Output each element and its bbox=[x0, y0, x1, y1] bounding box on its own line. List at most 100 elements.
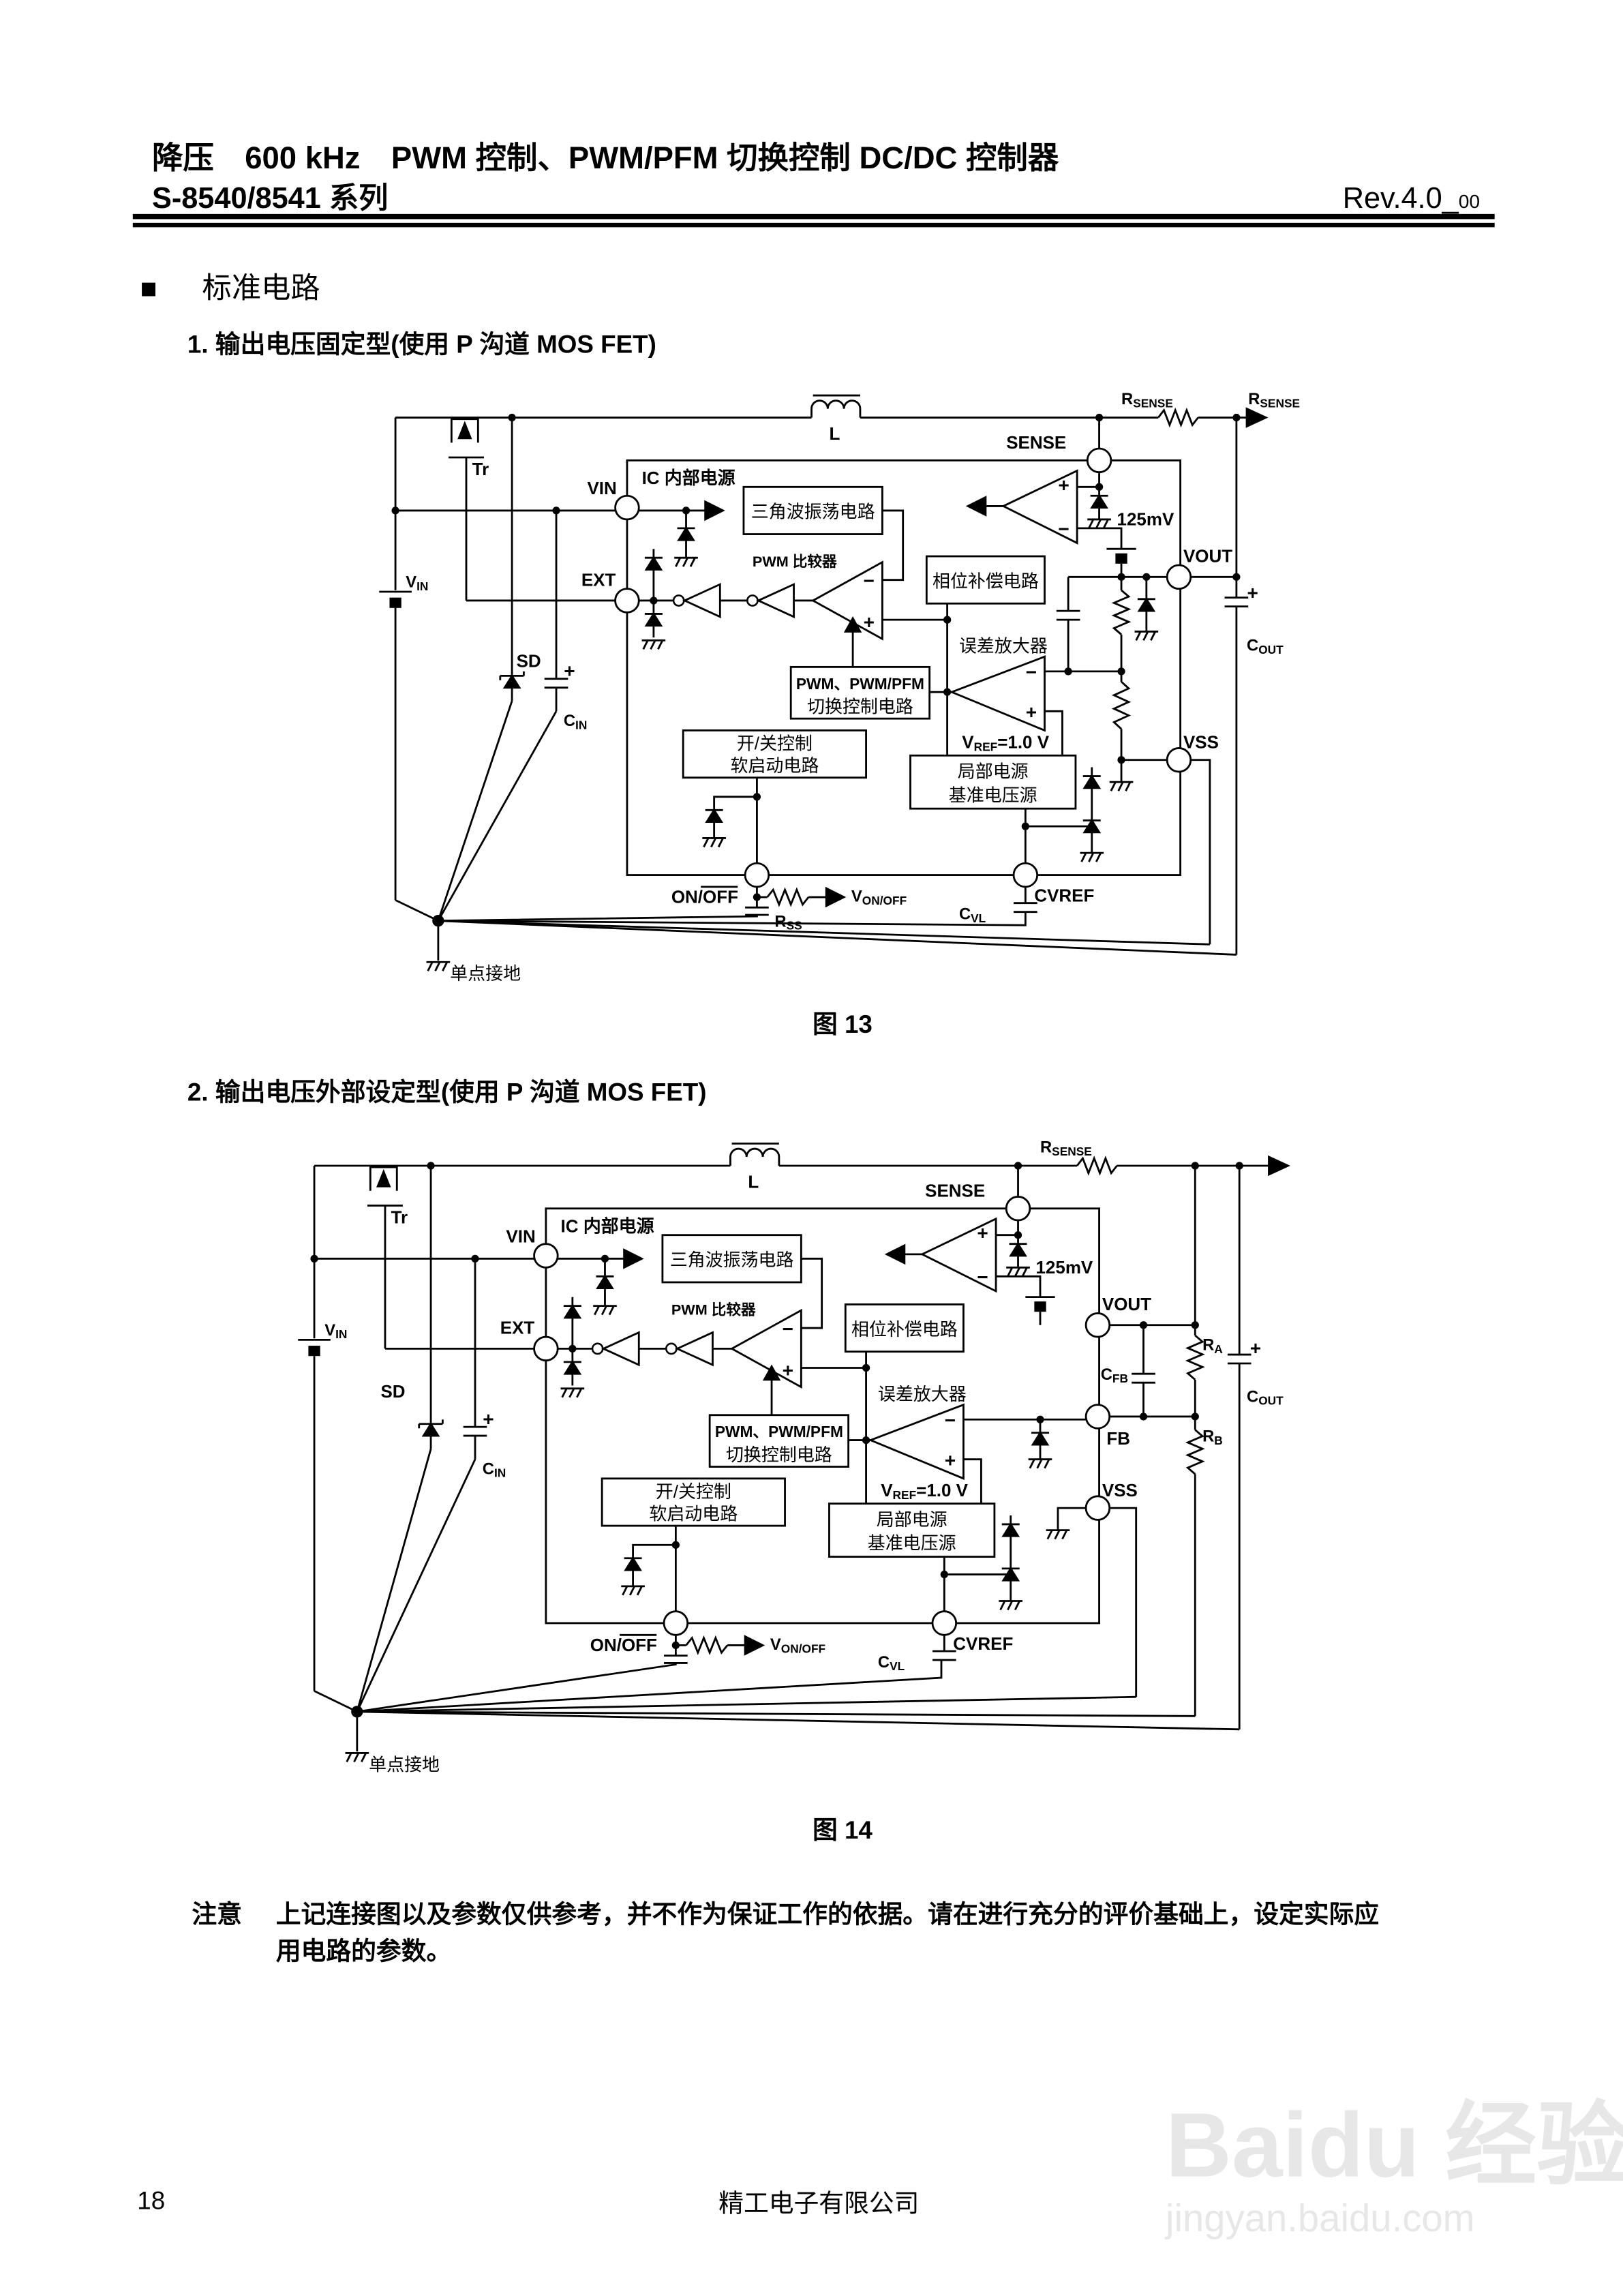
label-ground: 单点接地 bbox=[369, 1754, 440, 1774]
section-marker: ■ bbox=[140, 273, 157, 304]
arrow-icon bbox=[825, 886, 847, 908]
plus-sign: + bbox=[783, 1360, 793, 1381]
arrow-icon bbox=[744, 1635, 765, 1656]
label-mv: 125mV bbox=[1036, 1257, 1093, 1278]
ground-stroke bbox=[442, 961, 449, 971]
label-main: C bbox=[878, 1653, 890, 1672]
diode-icon bbox=[1001, 1522, 1020, 1537]
label-main: C bbox=[1101, 1365, 1112, 1384]
ground-stroke bbox=[594, 1305, 601, 1316]
pin-ext bbox=[614, 588, 640, 614]
ground-icon bbox=[593, 1305, 617, 1316]
label-ic-power: IC 内部电源 bbox=[561, 1215, 654, 1236]
ground-icon bbox=[1046, 1529, 1070, 1540]
plus-sign: + bbox=[977, 1222, 988, 1243]
plus-sign: + bbox=[1026, 701, 1037, 723]
ground-stroke bbox=[1080, 852, 1087, 862]
ground-stroke bbox=[1014, 1267, 1020, 1277]
resistor-icon bbox=[766, 887, 810, 907]
label-main: C bbox=[483, 1460, 494, 1478]
minus-sign: − bbox=[783, 1318, 793, 1340]
label-cout: COUT bbox=[1247, 637, 1284, 656]
ground-stroke bbox=[1036, 1459, 1043, 1469]
ground-stroke bbox=[657, 639, 664, 650]
wire bbox=[963, 1458, 982, 1504]
pin-sense bbox=[1086, 447, 1112, 474]
ground-stroke bbox=[1110, 781, 1117, 791]
pin-cvref bbox=[931, 1610, 958, 1636]
fig1-caption: 图 13 bbox=[813, 1010, 873, 1038]
plus-sign: + bbox=[1058, 474, 1069, 496]
arrow-icon bbox=[704, 500, 725, 522]
fig2-caption: 图 14 bbox=[813, 1816, 873, 1844]
ground-stroke bbox=[1150, 631, 1157, 641]
label-subscript: REF bbox=[893, 1488, 917, 1502]
watermark-brand: Baidu 经验 bbox=[1166, 2095, 1623, 2196]
label-pin-cvref: CVREF bbox=[953, 1633, 1013, 1654]
diode-icon bbox=[1082, 774, 1102, 789]
diode-icon bbox=[1137, 597, 1156, 612]
diode-icon bbox=[1082, 818, 1102, 834]
pin-ext bbox=[533, 1335, 559, 1362]
label-pin-ext: EXT bbox=[500, 1318, 535, 1338]
plus-sign: + bbox=[1250, 1338, 1261, 1359]
sense-comparator-icon bbox=[920, 1217, 997, 1293]
label-main: C bbox=[1247, 1387, 1258, 1406]
label-pin-vout: VOUT bbox=[1183, 546, 1232, 567]
plus-sign: + bbox=[864, 611, 875, 633]
label-subscript: IN bbox=[335, 1327, 347, 1341]
ground-icon bbox=[621, 1585, 645, 1596]
plus-sign: + bbox=[945, 1450, 956, 1471]
resistor-icon bbox=[1157, 407, 1199, 428]
label-main: V bbox=[851, 888, 862, 906]
wire bbox=[314, 1690, 358, 1713]
label-phase: 相位补偿电路 bbox=[851, 1319, 958, 1340]
header-rule-bottom bbox=[132, 222, 1495, 228]
pin-vout bbox=[1166, 564, 1192, 590]
note-line-1: 上记连接图以及参数仅供参考，并不作为保证工作的依据。请在进行充分的评价基础上，设… bbox=[276, 1900, 1379, 1928]
label-switch1: PWM、PWM/PFM bbox=[715, 1423, 843, 1440]
label-subscript: FB bbox=[1112, 1372, 1128, 1385]
wire bbox=[1057, 1507, 1087, 1530]
wire bbox=[437, 700, 513, 922]
label-sd: SD bbox=[517, 650, 541, 671]
label-onoff2: 软启动电路 bbox=[649, 1503, 738, 1524]
plus-sign: + bbox=[1247, 582, 1258, 603]
resistor-icon bbox=[1111, 680, 1132, 730]
label-main: V bbox=[962, 731, 974, 752]
wire bbox=[713, 796, 757, 839]
label-tr: Tr bbox=[472, 459, 489, 479]
label-von: VON/OFF bbox=[851, 888, 907, 907]
label-main: R bbox=[1248, 390, 1260, 408]
label-main: V bbox=[770, 1635, 781, 1654]
ground-return-wire bbox=[438, 911, 1027, 926]
label-value: =1.0 V bbox=[997, 731, 1049, 752]
label-rsense-out: RSENSE bbox=[1248, 390, 1300, 410]
label-pwm-comp: PWM 比较器 bbox=[753, 553, 837, 570]
ground-stroke bbox=[710, 837, 717, 848]
ground-stroke bbox=[1095, 852, 1102, 862]
company-name: 精工电子有限公司 bbox=[718, 2190, 919, 2218]
ground-stroke bbox=[1135, 631, 1142, 641]
label-value: =1.0 V bbox=[916, 1480, 968, 1500]
minus-sign: − bbox=[977, 1267, 988, 1288]
ground-stroke bbox=[1095, 519, 1102, 529]
minus-sign: − bbox=[945, 1410, 956, 1431]
section-title: 标准电路 bbox=[202, 272, 320, 305]
minus-sign: − bbox=[1026, 662, 1037, 683]
pwm-pfm-switch-block bbox=[708, 1414, 850, 1468]
label-cfb: CFB bbox=[1101, 1365, 1128, 1385]
label-ref2: 基准电压源 bbox=[868, 1533, 956, 1554]
revision-main: Rev.4.0_ bbox=[1343, 182, 1459, 215]
baidu-watermark: Baidu 经验 jingyan.baidu.com bbox=[1164, 2095, 1623, 2239]
ground-return-wire bbox=[438, 920, 1237, 956]
label-vref: VREF=1.0 V bbox=[962, 731, 1049, 753]
wire bbox=[882, 509, 905, 581]
ground-stroke bbox=[717, 837, 724, 848]
error-amplifier-icon bbox=[868, 1403, 965, 1480]
label-pin-vout: VOUT bbox=[1102, 1294, 1151, 1314]
label-subscript: VL bbox=[890, 1659, 905, 1673]
label-rss: RSS bbox=[774, 912, 802, 932]
